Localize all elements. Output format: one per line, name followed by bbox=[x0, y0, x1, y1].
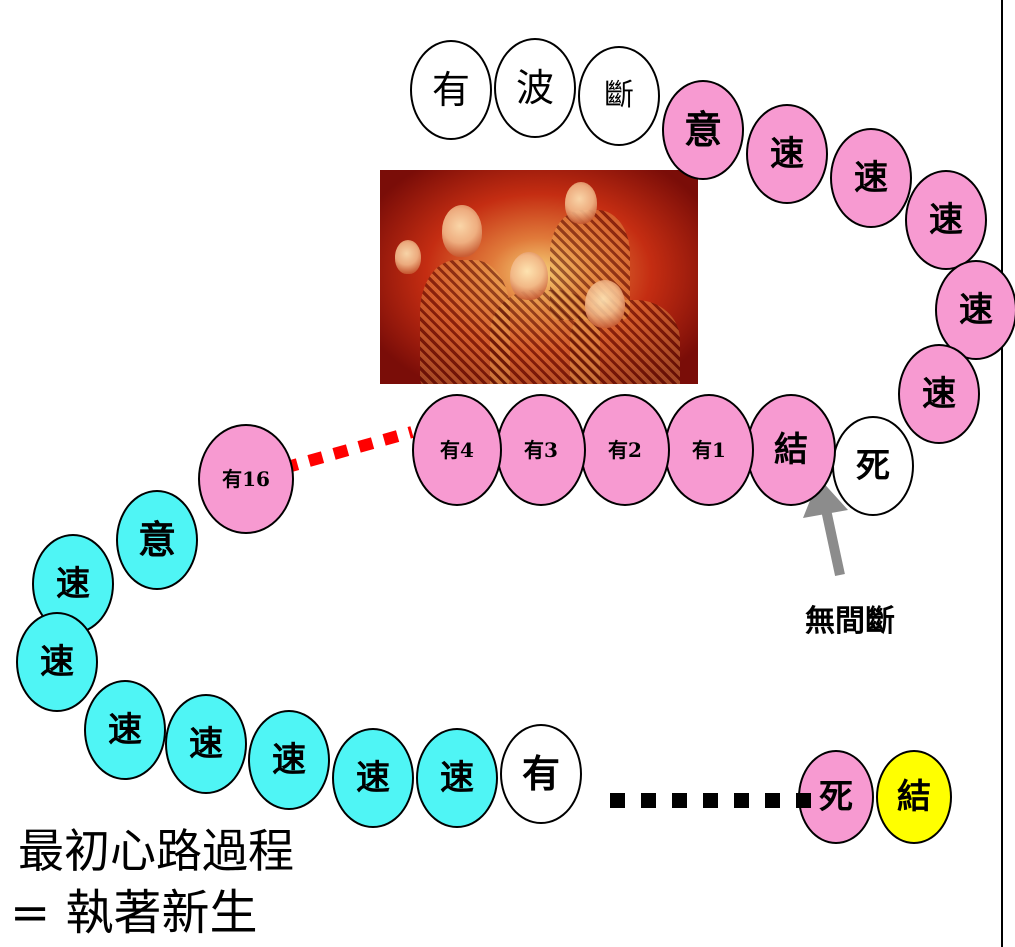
node-javana-5: 速 bbox=[898, 344, 980, 444]
node-javana-4: 速 bbox=[935, 260, 1015, 360]
node-lower-javana-5: 速 bbox=[248, 710, 330, 810]
node-lower-javana-3: 速 bbox=[84, 680, 166, 780]
node-javana-3: 速 bbox=[905, 170, 987, 270]
buddhist-painting-image bbox=[380, 170, 698, 384]
node-lower-javana-2: 速 bbox=[16, 612, 98, 712]
node-bhavanga-after-1: 有1 bbox=[664, 394, 754, 506]
node-bhavanga-after-4: 有4 bbox=[412, 394, 502, 506]
node-arrest: 斷 bbox=[578, 46, 660, 146]
node-bhavanga-1: 有 bbox=[410, 40, 492, 140]
node-lower-javana-7: 速 bbox=[416, 728, 498, 828]
node-lower-bhavanga: 有 bbox=[500, 724, 582, 824]
node-lower-rebirth-linking: 結 bbox=[876, 750, 952, 844]
node-lower-javana-4: 速 bbox=[165, 694, 247, 794]
ellipsis-dots bbox=[610, 793, 811, 808]
node-lower-mind-door: 意 bbox=[116, 490, 198, 590]
node-bhavanga-after-2: 有2 bbox=[580, 394, 670, 506]
node-javana-1: 速 bbox=[746, 104, 828, 204]
dotted-connector bbox=[282, 426, 414, 474]
node-lower-javana-6: 速 bbox=[332, 728, 414, 828]
caption-title: 最初心路過程 bbox=[18, 824, 294, 878]
node-mind-door: 意 bbox=[662, 80, 744, 180]
node-bhavanga-after-3: 有3 bbox=[496, 394, 586, 506]
arrow-head bbox=[803, 478, 848, 518]
node-death: 死 bbox=[832, 416, 914, 516]
node-javana-2: 速 bbox=[830, 128, 912, 228]
right-border-line bbox=[1001, 0, 1003, 947]
arrow-label-uninterrupted: 無間斷 bbox=[805, 604, 895, 639]
node-vibrating: 波 bbox=[494, 38, 576, 138]
node-bhavanga-after-16: 有16 bbox=[198, 424, 294, 534]
arrow-shaft bbox=[820, 503, 845, 577]
node-rebirth-linking: 結 bbox=[746, 394, 836, 506]
caption-subtitle: = 執著新生 bbox=[10, 885, 258, 941]
